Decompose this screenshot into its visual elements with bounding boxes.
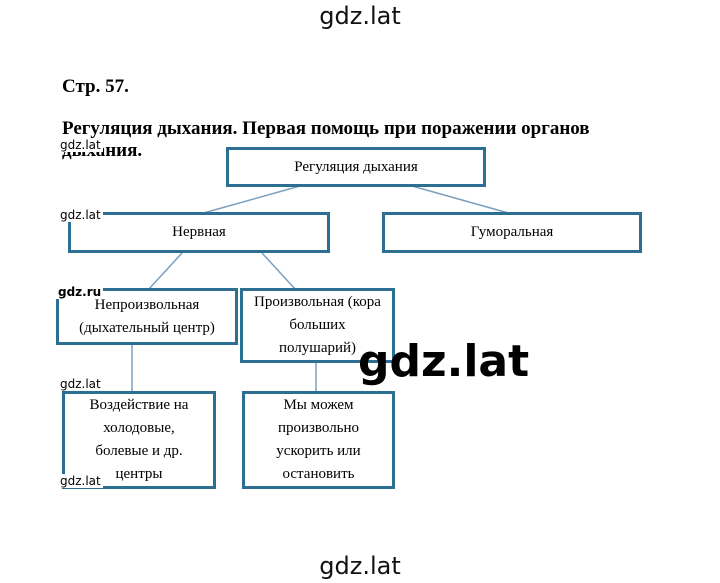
node-humoral: Гуморальная	[382, 212, 642, 253]
page-number: Стр. 57.	[62, 76, 129, 97]
node-voluntary: Произвольная (кора больших полушарий)	[240, 288, 395, 363]
node-root: Регуляция дыхания	[226, 147, 486, 187]
node-effect-involuntary: Воздействие на холодовые, болевые и др. …	[62, 391, 216, 489]
connector-root-nervous	[199, 185, 301, 215]
connector-root-humoral	[411, 185, 513, 215]
node-involuntary: Непроизвольная (дыхательный центр)	[56, 288, 238, 345]
watermark-small: gdz.lat	[58, 474, 103, 488]
watermark-big: gdz.lat	[358, 336, 530, 387]
watermark-small: gdz.lat	[58, 208, 103, 222]
watermark-small-ru: gdz.ru	[56, 285, 104, 299]
connector-nervous-involuntary	[147, 252, 183, 291]
watermark-bottom: gdz.lat	[319, 552, 401, 580]
node-nervous: Нервная	[68, 212, 330, 253]
watermark-top: gdz.lat	[319, 2, 401, 30]
node-effect-voluntary: Мы можем произвольно ускорить или остано…	[242, 391, 395, 489]
watermark-small: gdz.lat	[58, 377, 103, 391]
watermark-small: gdz.lat	[58, 138, 103, 152]
connector-nervous-voluntary	[261, 252, 297, 291]
